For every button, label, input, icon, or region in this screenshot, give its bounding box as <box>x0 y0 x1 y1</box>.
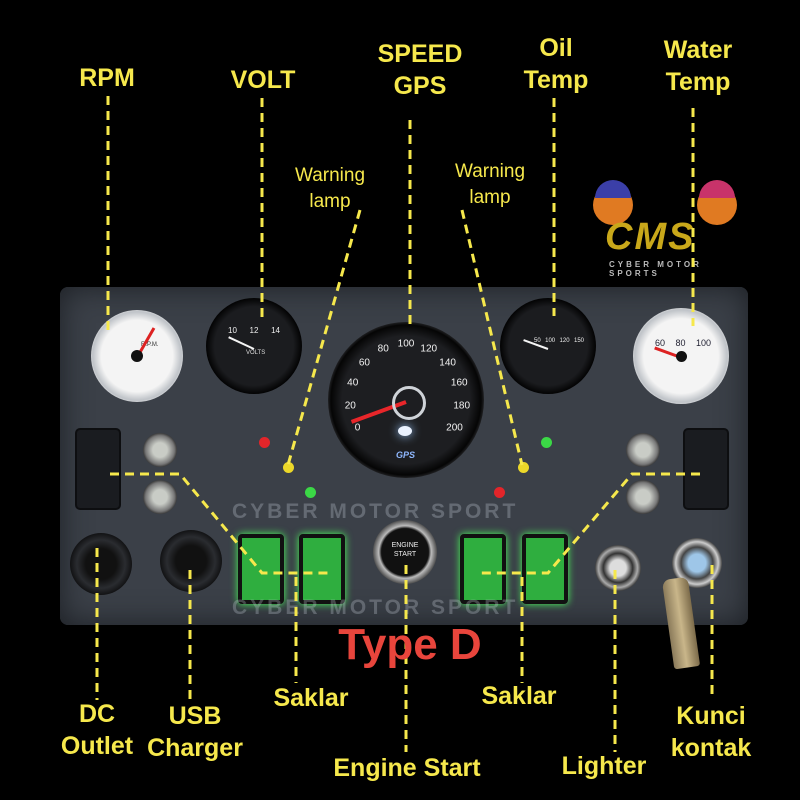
type-label: Type D <box>338 620 482 669</box>
speed-tick-label: 140 <box>439 357 456 369</box>
watermark-1: CYBER MOTOR SPORT <box>232 500 519 523</box>
label-volt: VOLT <box>230 66 296 94</box>
leader-switch-left <box>110 472 330 575</box>
speed-hub <box>392 386 426 420</box>
speed-tick-label: 180 <box>453 400 471 412</box>
speed-tick-label: 120 <box>420 343 438 355</box>
water-hub <box>676 351 687 362</box>
warning-led-red-right <box>494 487 505 498</box>
logo-text: CMS <box>605 216 696 258</box>
rpm-face-text: R.P.M. <box>141 342 159 348</box>
lighter-socket[interactable] <box>595 545 641 591</box>
saklar-switch-4[interactable] <box>522 534 568 604</box>
gps-indicator <box>398 426 412 436</box>
speed-tick-label: 20 <box>344 400 356 412</box>
brand-logo: CMS CYBER MOTOR SPORTS <box>585 180 745 278</box>
warning-led-yellow-left <box>283 462 294 473</box>
warning-led-red-left <box>259 437 270 448</box>
light-rocker-switch-right[interactable] <box>683 428 729 510</box>
volt-face-text: VOLTS <box>246 350 266 356</box>
label-engine-start: Engine Start <box>333 754 481 782</box>
warning-led-green-left <box>305 487 316 498</box>
speed-tick-label: 200 <box>446 422 463 434</box>
warning-led-yellow-right <box>518 462 529 473</box>
saklar-switch-3[interactable] <box>460 534 506 604</box>
push-button-right-top[interactable] <box>626 433 660 467</box>
engine-button-text-1: ENGINE <box>391 542 419 549</box>
gps-brand-text: GPS <box>396 450 416 460</box>
push-button-left-bottom[interactable] <box>143 480 177 514</box>
speed-tick-label: 100 <box>397 338 415 350</box>
label-saklar-left: Saklar <box>273 684 349 712</box>
rpm-hub <box>131 350 143 362</box>
label-saklar-right: Saklar <box>481 682 557 710</box>
speed-tick-label: 0 <box>354 422 361 434</box>
speed-tick-label: 80 <box>377 343 389 355</box>
saklar-switch-2[interactable] <box>299 534 345 604</box>
engine-button-text-2: START <box>393 551 417 558</box>
leader-warning-left <box>286 209 362 466</box>
usb-charger-socket[interactable] <box>160 530 222 592</box>
warning-led-green-right <box>541 437 552 448</box>
label-lighter: Lighter <box>561 752 647 780</box>
push-button-right-bottom[interactable] <box>626 480 660 514</box>
leader-switch-right <box>478 472 700 575</box>
label-rpm: RPM <box>79 64 135 92</box>
logo-subtitle: CYBER MOTOR SPORTS <box>609 260 702 278</box>
push-button-left-top[interactable] <box>143 433 177 467</box>
speed-tick-label: 60 <box>358 357 370 369</box>
speed-tick-label: 40 <box>347 377 359 389</box>
leader-warning-right <box>460 209 524 466</box>
light-rocker-switch-left[interactable] <box>75 428 121 510</box>
dc-outlet-socket[interactable] <box>70 533 132 595</box>
saklar-switch-1[interactable] <box>238 534 284 604</box>
watermark-2: CYBER MOTOR SPORT <box>232 596 519 619</box>
speed-tick-label: 160 <box>450 377 468 389</box>
rpm-gauge: R.P.M. <box>91 310 183 402</box>
